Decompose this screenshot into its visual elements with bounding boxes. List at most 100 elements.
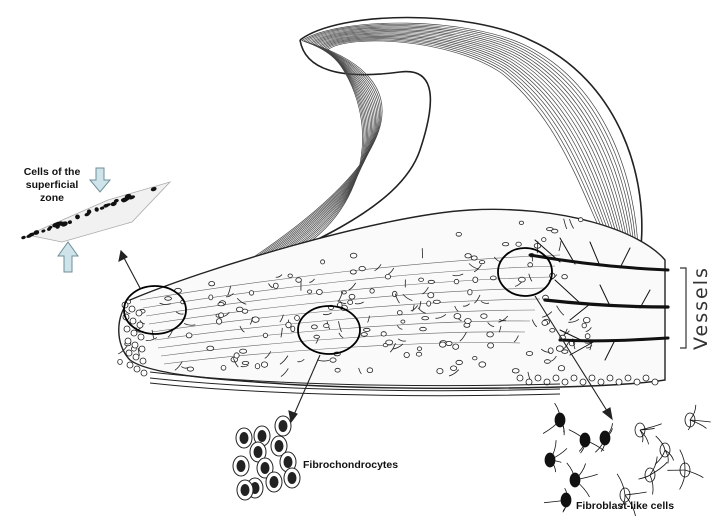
- matrix-cell: [335, 368, 340, 372]
- rim-cell: [136, 310, 142, 316]
- rim-cell: [625, 375, 631, 381]
- matrix-cell: [249, 291, 253, 296]
- matrix-cell: [542, 320, 548, 325]
- matrix-cell: [359, 266, 365, 270]
- matrix-cell: [401, 320, 405, 323]
- matrix-cell: [216, 319, 221, 325]
- matrix-cell: [487, 332, 494, 337]
- matrix-cell: [451, 366, 457, 371]
- rim-cell: [137, 322, 143, 328]
- superficial-zone-label: Cells of the superficial zone: [12, 166, 92, 205]
- fibrochondrocyte-nucleus: [279, 420, 288, 432]
- matrix-cell: [558, 366, 564, 371]
- rim-cell: [131, 330, 137, 336]
- matrix-cell: [465, 319, 472, 324]
- matrix-cell: [422, 317, 429, 320]
- matrix-cell: [209, 282, 215, 286]
- rim-cell: [580, 379, 586, 385]
- fibrochondrocyte-nucleus: [237, 460, 246, 472]
- matrix-cell: [440, 342, 446, 347]
- matrix-cell: [471, 256, 477, 260]
- rim-cell: [652, 379, 658, 385]
- fibrochondrocyte-nucleus: [240, 432, 249, 444]
- fibrochondrocyte-nucleus: [270, 476, 279, 488]
- matrix-cell: [261, 362, 267, 367]
- matrix-cell: [312, 325, 318, 329]
- matrix-cell: [350, 253, 357, 258]
- matrix-cell: [187, 367, 193, 371]
- matrix-cell: [286, 322, 291, 328]
- matrix-cell: [428, 280, 434, 283]
- matrix-cell: [219, 313, 224, 318]
- matrix-cell: [453, 344, 459, 349]
- matrix-cell: [242, 361, 249, 364]
- matrix-cell: [481, 314, 487, 319]
- matrix-cell: [479, 261, 484, 264]
- matrix-cell: [473, 277, 478, 283]
- matrix-cell: [556, 346, 563, 352]
- matrix-cell: [465, 254, 471, 258]
- rim-cell: [124, 326, 130, 332]
- vessels-label: Vessels: [690, 266, 711, 350]
- rim-cell: [535, 375, 541, 381]
- matrix-cell: [433, 300, 440, 303]
- matrix-cell: [454, 279, 459, 284]
- matrix-cell: [234, 353, 239, 358]
- matrix-cell: [370, 289, 374, 293]
- matrix-cell: [350, 270, 356, 274]
- rim-cell: [129, 306, 135, 312]
- matrix-cell: [427, 301, 431, 306]
- rim-cell: [517, 375, 523, 381]
- matrix-cell: [118, 359, 123, 364]
- fibrochondrocyte-cells: [233, 416, 300, 500]
- matrix-cell: [263, 333, 267, 338]
- rim-cell: [140, 358, 146, 364]
- rim-cell: [130, 318, 136, 324]
- matrix-cell: [502, 243, 508, 246]
- matrix-cell: [548, 348, 553, 354]
- rim-cell: [134, 366, 140, 372]
- matrix-cell: [218, 303, 224, 306]
- matrix-cell: [585, 334, 590, 339]
- matrix-cell: [550, 329, 555, 333]
- vessels-bracket: [680, 268, 686, 348]
- rim-cell: [138, 334, 144, 340]
- matrix-cell: [221, 365, 226, 370]
- matrix-cell: [255, 364, 260, 369]
- fibrochondrocyte-nucleus: [254, 446, 263, 458]
- rim-cell: [125, 338, 131, 344]
- matrix-cell: [209, 295, 213, 300]
- matrix-cell: [417, 347, 421, 351]
- rim-cell: [141, 370, 147, 376]
- rim-cell: [132, 342, 138, 348]
- matrix-cell: [330, 358, 336, 362]
- matrix-cell: [308, 290, 312, 293]
- rim-cell: [526, 379, 532, 385]
- matrix-cell: [386, 340, 393, 345]
- matrix-cell: [456, 232, 461, 236]
- rim-cell: [133, 354, 139, 360]
- rim-cell: [553, 375, 559, 381]
- matrix-cell: [479, 362, 486, 367]
- matrix-cell: [446, 341, 452, 345]
- matrix-cell: [288, 274, 292, 277]
- matrix-cell: [295, 316, 300, 321]
- matrix-cell: [526, 352, 532, 356]
- matrix-cell: [420, 327, 427, 331]
- matrix-cell: [454, 314, 461, 319]
- matrix-cell: [348, 300, 353, 304]
- matrix-cell: [385, 274, 390, 279]
- matrix-cell: [404, 352, 409, 357]
- matrix-cell: [473, 357, 477, 360]
- matrix-cell: [186, 333, 192, 338]
- matrix-cell: [381, 332, 386, 336]
- matrix-cell: [165, 297, 172, 301]
- matrix-cell: [240, 349, 247, 353]
- matrix-cell: [364, 328, 371, 331]
- rim-cell: [127, 362, 133, 368]
- matrix-cell: [291, 326, 295, 332]
- fibrochondrocytes-label: Fibrochondrocytes: [303, 459, 398, 472]
- matrix-cell: [207, 346, 214, 350]
- matrix-cell: [512, 369, 519, 373]
